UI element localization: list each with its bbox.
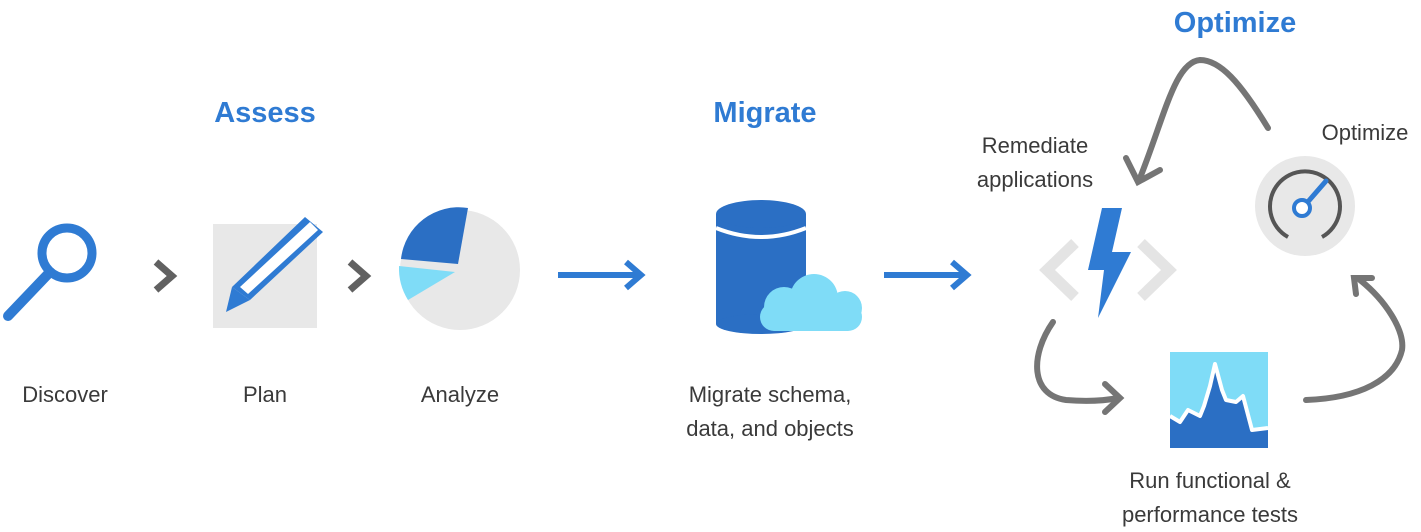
step-label-tests: Run functional & performance tests (1110, 464, 1310, 532)
arrow-right-icon (558, 259, 646, 291)
step-label-migrate: Migrate schema, data, and objects (665, 378, 875, 446)
step-label-remediate-line2: applications (976, 167, 1094, 192)
step-label-discover: Discover (22, 382, 108, 407)
cycle-arrow-top (1123, 56, 1271, 187)
step-label-remediate-line1: Remediate (981, 133, 1089, 158)
cycle-arrow-left (1034, 319, 1125, 415)
phase-title-optimize: Optimize (1173, 7, 1297, 39)
chevron-right-icon (347, 259, 372, 293)
step-label-analyze: Analyze (420, 382, 500, 407)
code-bolt-icon (1039, 208, 1177, 318)
step-label-remediate: Remediate applications (950, 129, 1120, 197)
phase-title-assess: Assess (214, 97, 316, 129)
performance-graph-icon (1168, 352, 1269, 448)
step-label-migrate-line1: Migrate schema, (688, 382, 852, 407)
search-icon (3, 223, 97, 321)
chevron-right-icon (153, 259, 178, 293)
pencil-icon (213, 217, 323, 328)
step-label-plan: Plan (242, 382, 288, 407)
phase-title-migrate: Migrate (713, 97, 817, 129)
step-label-tests-line1: Run functional & (1129, 468, 1291, 493)
cycle-arrow-right (1303, 275, 1406, 403)
step-label-optimize: Optimize (1321, 120, 1409, 145)
step-label-migrate-line2: data, and objects (686, 416, 854, 441)
pie-chart-icon (398, 207, 520, 330)
gauge-icon (1255, 156, 1355, 256)
arrow-right-icon (884, 259, 972, 291)
database-cloud-icon (715, 200, 862, 334)
step-label-tests-line2: performance tests (1121, 502, 1299, 527)
